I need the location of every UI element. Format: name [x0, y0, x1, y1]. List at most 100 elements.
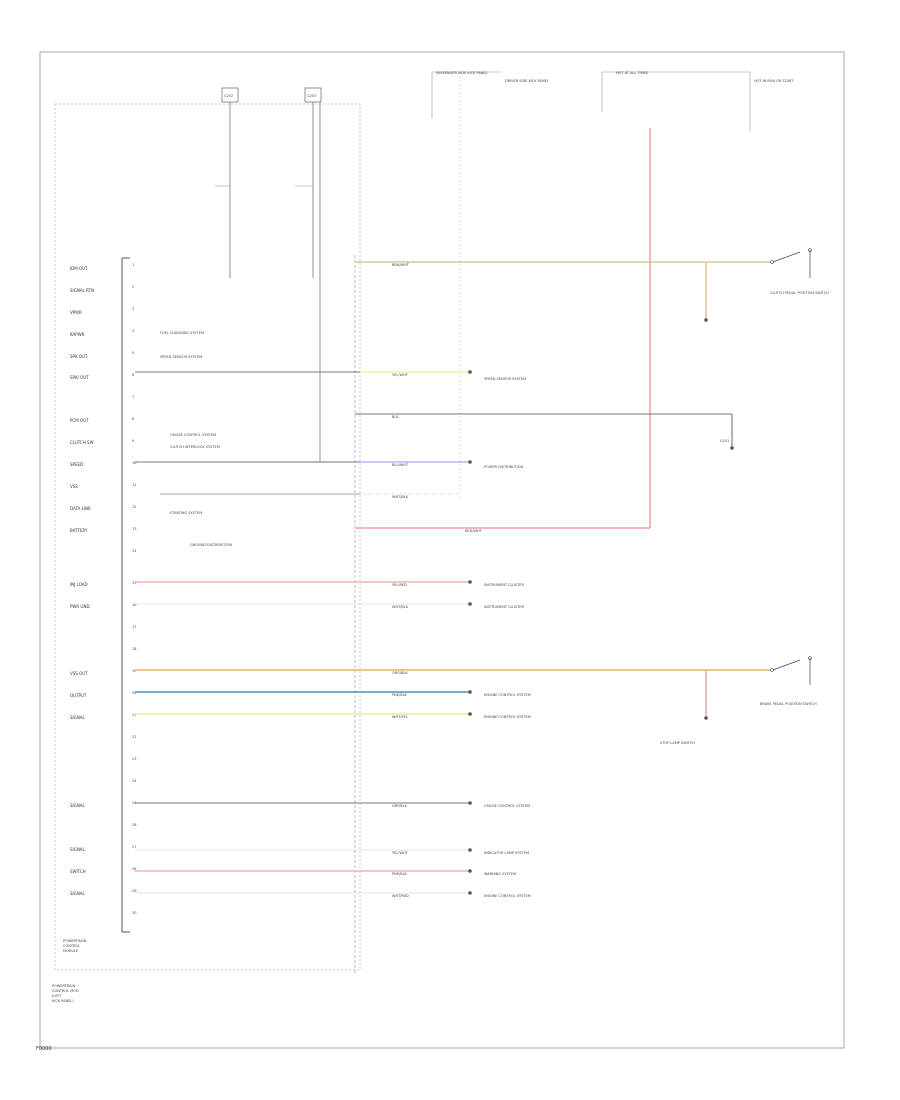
svg-text:29: 29	[132, 889, 136, 893]
right-label: INSTRUMENT CLUSTER	[484, 605, 524, 609]
left-label: PWR GND	[70, 604, 90, 609]
ecm-sublabel-3: (LEFT	[52, 994, 62, 998]
svg-text:30: 30	[132, 911, 136, 915]
left-label: KAPWR	[70, 332, 85, 337]
device-label: CLUTCH PEDAL POSITION SWITCH	[770, 291, 829, 295]
wire-label: WHT/BLK	[392, 495, 409, 499]
svg-text:28: 28	[132, 867, 136, 871]
svg-text:27: 27	[132, 845, 136, 849]
svg-text:16: 16	[132, 603, 136, 607]
top-notes: PASSENGER SIDE KICK PANEL DRIVER SIDE KI…	[431, 71, 794, 500]
svg-text:5: 5	[132, 351, 134, 355]
ecm-label-3: MODULE	[63, 949, 78, 953]
top-note: PASSENGER SIDE KICK PANEL	[436, 71, 488, 75]
wire-label: ORG/BLK	[392, 671, 408, 675]
left-label: SPK/ OUT	[70, 375, 89, 380]
top-note: DRIVER SIDE KICK PANEL	[505, 79, 549, 83]
wire-label: BRN/WHT	[392, 263, 410, 267]
left-label: SIGNAL	[70, 803, 86, 808]
wire-label: WHT/YEL	[392, 715, 408, 719]
device-label: STOP LAMP SWITCH	[660, 741, 695, 745]
left-label: SIGNAL	[70, 891, 86, 896]
right-label: CRUISE CONTROL SYSTEM	[484, 804, 530, 808]
left-label: CLUTCH SW	[70, 440, 94, 445]
svg-text:15: 15	[132, 581, 136, 585]
svg-text:25: 25	[132, 801, 136, 805]
right-label: SPEED SENSOR SYSTEM	[160, 355, 202, 359]
left-label: VSS	[70, 484, 78, 489]
svg-text:10: 10	[132, 461, 136, 465]
svg-text:23: 23	[132, 757, 136, 761]
ecm-sublabel-2: CONTROL MOD	[52, 989, 79, 993]
svg-text:8: 8	[132, 417, 134, 421]
left-label: DATA LINK	[70, 506, 91, 511]
wire-label: BLU/WHT	[392, 463, 409, 467]
ecm-sublabel-1: POWERTRAIN	[52, 984, 76, 988]
wire-label: WHT/BLK	[392, 605, 409, 609]
right-label: ENGINE CONTROL SYSTEM	[484, 894, 531, 898]
svg-text:24: 24	[132, 779, 137, 783]
wires	[135, 128, 812, 895]
svg-text:18: 18	[132, 647, 136, 651]
left-label: SIGNAL RTN	[70, 288, 94, 293]
left-label: VSS OUT	[70, 671, 88, 676]
svg-text:3: 3	[132, 307, 134, 311]
svg-text:13: 13	[132, 527, 136, 531]
svg-text:7: 7	[132, 395, 134, 399]
right-label: CRUISE CONTROL SYSTEM	[170, 433, 216, 437]
wire-label: PNK/BLK	[392, 872, 408, 876]
right-label: FUEL CHARGING SYSTEM	[160, 331, 204, 335]
connector-left: C202	[221, 87, 239, 103]
stop-lamp-switch	[770, 656, 812, 685]
right-label: ENGINE CONTROL SYSTEM	[484, 693, 531, 697]
wire-label: PNK/BLK	[392, 693, 408, 697]
diagram-frame	[39, 51, 845, 1049]
ecm-label-1: POWERTRAIN	[63, 939, 87, 943]
svg-text:19: 19	[132, 669, 136, 673]
ecm-module: POWERTRAIN CONTROL MODULE POWERTRAIN CON…	[52, 103, 361, 1003]
left-label: OUTPUT	[70, 693, 87, 698]
svg-text:14: 14	[132, 549, 137, 553]
right-label: GROUND DISTRIBUTION	[190, 543, 232, 547]
wire-label: BLK	[392, 415, 399, 419]
wire-label: YEL/WHT	[392, 373, 409, 377]
svg-text:26: 26	[132, 823, 136, 827]
svg-text:11: 11	[132, 483, 136, 487]
left-label: INJ LOAD	[70, 582, 88, 587]
top-note: HOT IN RUN OR START	[754, 79, 794, 83]
left-pin-labels: IDM OUT SIGNAL RTN VPWR KAPWR SPK OUT SP…	[70, 266, 94, 896]
left-label: IDM OUT	[70, 266, 88, 271]
wire-label: YEL/WHT	[392, 851, 409, 855]
pin-numbers: 1 2 3 4 5 6 7 8 9 10 11 12 13 14 15 16 1…	[132, 263, 137, 915]
svg-text:2: 2	[132, 285, 134, 289]
svg-text:1: 1	[132, 263, 134, 267]
right-label: STARTING SYSTEM	[170, 511, 202, 515]
svg-text:12: 12	[132, 505, 136, 509]
right-label: INDICATOR LAMP SYSTEM	[484, 851, 529, 855]
svg-text:20: 20	[132, 691, 136, 695]
left-label: SWITCH	[70, 869, 86, 874]
clutch-switch	[770, 248, 812, 278]
svg-text:6: 6	[132, 373, 134, 377]
wire-label: GRY/BLK	[392, 804, 408, 808]
right-label: WARNING SYSTEM	[484, 872, 516, 876]
ecm-label-2: CONTROL	[63, 944, 80, 948]
svg-text:17: 17	[132, 625, 136, 629]
left-label: VPWR	[70, 310, 82, 315]
device-label: G101	[720, 439, 729, 443]
left-label: SPK OUT	[70, 354, 88, 359]
svg-text:21: 21	[132, 713, 136, 717]
right-label: CLUTCH INTERLOCK SYSTEM	[170, 445, 220, 449]
svg-text:22: 22	[132, 735, 136, 739]
left-label: BATTERY	[70, 528, 88, 533]
right-label: SPEED SENSOR SYSTEM	[484, 377, 526, 381]
svg-text:9: 9	[132, 439, 134, 443]
wire-labels: BRN/WHT YEL/WHT BLK BLU/WHT WHT/BLK RED/…	[392, 263, 483, 898]
left-label: SPEED	[70, 462, 83, 467]
left-label: PCM OUT	[70, 418, 89, 423]
left-label: SIGNAL	[70, 715, 86, 720]
wire-label: RED/WHT	[465, 529, 483, 533]
splice-dot	[704, 318, 708, 322]
right-label: ENGINE CONTROL SYSTEM	[484, 715, 531, 719]
